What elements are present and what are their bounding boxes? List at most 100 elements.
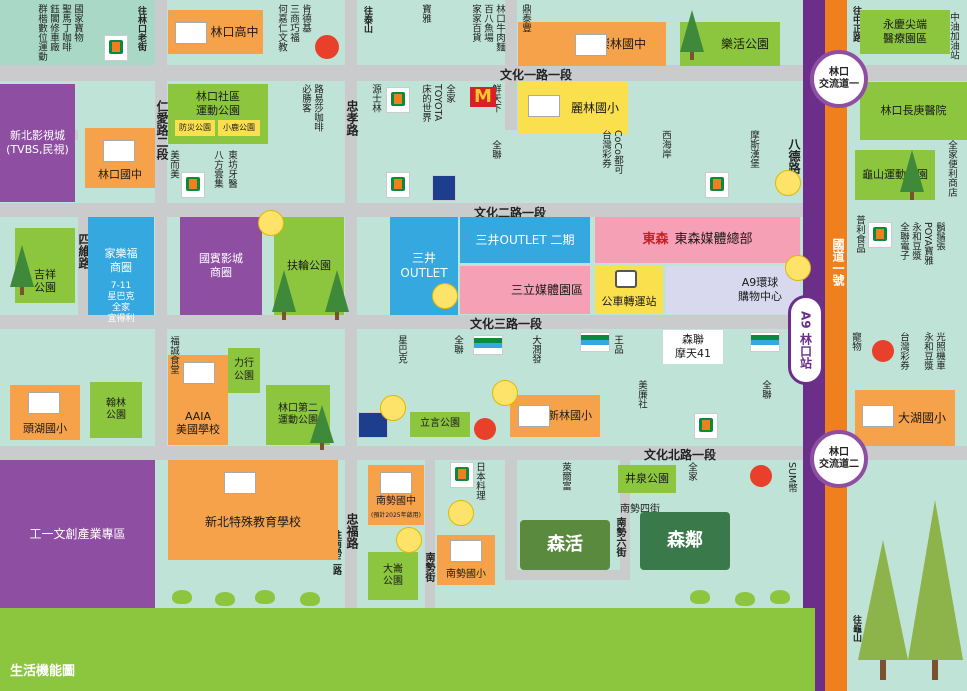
- mcdonalds-icon[interactable]: M: [470, 87, 496, 107]
- shop-c46: SUM幣: [785, 462, 797, 493]
- youbike-pin-icon[interactable]: [785, 255, 811, 281]
- tvbs-studio[interactable]: 新北影視城 (TVBS,民視): [0, 84, 75, 202]
- shop-c50: 普利食品: [853, 215, 865, 253]
- carrefour-shops: 7-11 星巴克 全家 宜得利: [107, 280, 135, 325]
- youbike-pin-icon[interactable]: [775, 170, 801, 196]
- jingquan-park[interactable]: 井泉公園: [618, 465, 676, 493]
- youbike-pin-icon[interactable]: [258, 210, 284, 236]
- road-label-wangkou: 往林口老街: [136, 6, 146, 51]
- seven-eleven-icon[interactable]: [386, 87, 410, 113]
- shop-c61: 全家便利商店: [945, 140, 957, 197]
- school-building-icon: [183, 362, 215, 384]
- seven-eleven-icon[interactable]: [868, 222, 892, 248]
- dongsen-label: 東森媒體總部: [674, 231, 753, 247]
- road-label-sihai: 四維路: [77, 233, 91, 269]
- shop-c54: 鬍鬚張: [933, 222, 945, 251]
- pxmart-icon[interactable]: [432, 175, 456, 201]
- hi-life-icon[interactable]: [474, 418, 496, 440]
- linkou-interchange-2[interactable]: 林口 交流道二: [810, 430, 868, 488]
- school-building-icon: [175, 22, 207, 44]
- changgeng-hospital[interactable]: 林口長庚醫院: [860, 82, 967, 140]
- hi-life-icon[interactable]: [750, 465, 772, 487]
- xiaolu-park[interactable]: 小鹿公園: [218, 120, 260, 136]
- shop-c9: 家家百貨: [469, 4, 481, 42]
- senlian-skyline[interactable]: 森聯 摩天41: [663, 330, 723, 364]
- school-building-icon: [518, 405, 550, 427]
- school-building-icon: [450, 540, 482, 562]
- fangzai-park[interactable]: 防災公園: [175, 120, 215, 136]
- pine-tree-icon: [680, 10, 704, 60]
- bg-zone: [0, 0, 155, 75]
- shop-c53: POYA寶雅: [921, 222, 933, 266]
- road-label-bade: 八德路: [787, 138, 801, 174]
- shop-c26: 全聯: [489, 140, 501, 159]
- a9-linkou-station[interactable]: A9 林口站: [788, 295, 824, 385]
- pine-tree-icon: [10, 245, 34, 295]
- seven-eleven-icon[interactable]: [386, 172, 410, 198]
- dalun-park[interactable]: 大崙 公園: [368, 552, 418, 600]
- shop-c39: 全聯: [451, 335, 463, 354]
- nanshi-junior-high[interactable]: 南勢國中(預計2025年啟用): [368, 465, 424, 525]
- seven-eleven-icon[interactable]: [450, 462, 474, 488]
- shop-c42: 王品: [611, 335, 623, 354]
- road-nanshi-loop: [505, 570, 630, 580]
- seven-eleven-icon[interactable]: [104, 35, 128, 61]
- yongqing-medical[interactable]: 永慶尖端 醫療園區: [860, 10, 950, 54]
- bush-icon: [215, 592, 235, 606]
- school-building-icon: [575, 34, 607, 56]
- shop-c55: 寵物: [849, 332, 861, 351]
- shop-c14: 路易莎咖啡: [311, 84, 323, 132]
- pine-tree-icon: [325, 270, 349, 320]
- familymart-icon[interactable]: [580, 332, 610, 352]
- shop-c7: 肯德基: [299, 4, 311, 33]
- familymart-icon[interactable]: [750, 332, 780, 352]
- lixuan-park[interactable]: 立言公園: [410, 412, 470, 437]
- carrefour-title: 家樂福 商圈: [104, 247, 138, 274]
- guobin-cinema-district[interactable]: 國賓影城 商圈: [180, 217, 262, 315]
- road-right-h1: [850, 65, 967, 81]
- shop-c6: 三商巧福: [287, 4, 299, 42]
- road-zhongxiao: [345, 0, 357, 610]
- shop-c41: 大潤發: [529, 335, 541, 364]
- shop-c18: 全家: [443, 84, 455, 103]
- youbike-pin-icon[interactable]: [492, 380, 518, 406]
- seven-eleven-icon[interactable]: [694, 413, 718, 439]
- linkou-interchange-1[interactable]: 林口 交流道一: [810, 50, 868, 108]
- bottom-greenbelt: [0, 608, 815, 691]
- lixing-park[interactable]: 力行 公園: [228, 348, 260, 393]
- senlin-project[interactable]: 森鄰: [640, 512, 730, 570]
- familymart-icon[interactable]: [473, 335, 503, 355]
- road-renai: [155, 0, 167, 460]
- hanlin-park[interactable]: 翰林 公園: [90, 382, 142, 438]
- youbike-pin-icon[interactable]: [448, 500, 474, 526]
- road-sihai: [78, 203, 88, 318]
- youbike-pin-icon[interactable]: [396, 527, 422, 553]
- seven-eleven-icon[interactable]: [181, 172, 205, 198]
- cultural-creative-zone[interactable]: 工一文創產業專區: [0, 460, 155, 608]
- school-building-icon: [103, 140, 135, 162]
- a9-global-mall[interactable]: A9環球 購物中心: [666, 266, 800, 314]
- youbike-pin-icon[interactable]: [380, 395, 406, 421]
- hi-life-icon[interactable]: [315, 35, 339, 59]
- road-right-h4: [850, 446, 967, 460]
- shop-c24: 東坊牙醫: [225, 150, 237, 188]
- hi-life-icon[interactable]: [872, 340, 894, 362]
- senhuo-project[interactable]: 森活: [520, 520, 610, 570]
- bush-icon: [300, 592, 320, 606]
- road-label-wenhua2: 文化二路一段: [474, 206, 547, 220]
- road-label-wenhuabei: 文化北路一段: [644, 448, 717, 462]
- shop-c4: 國家寶物: [71, 4, 83, 42]
- youbike-pin-icon[interactable]: [432, 283, 458, 309]
- sanli-media-park[interactable]: 三立媒體園區: [460, 266, 590, 314]
- eastern-media-hq[interactable]: 東森東森媒體總部: [595, 217, 800, 263]
- shop-c37: 福誠食堂: [167, 336, 179, 374]
- mitsui-outlet-phase2[interactable]: 三井OUTLET 二期: [460, 217, 590, 263]
- carrefour-district[interactable]: 家樂福 商圈 7-11 星巴克 全家 宜得利: [88, 217, 154, 324]
- school-building-icon: [224, 472, 256, 494]
- seven-eleven-icon[interactable]: [705, 172, 729, 198]
- bus-icon: [615, 270, 637, 288]
- shop-c23: 八方雲集: [211, 150, 223, 188]
- road-wenhuabei: [0, 446, 830, 460]
- road-label-guishan: 往龜山: [851, 615, 861, 642]
